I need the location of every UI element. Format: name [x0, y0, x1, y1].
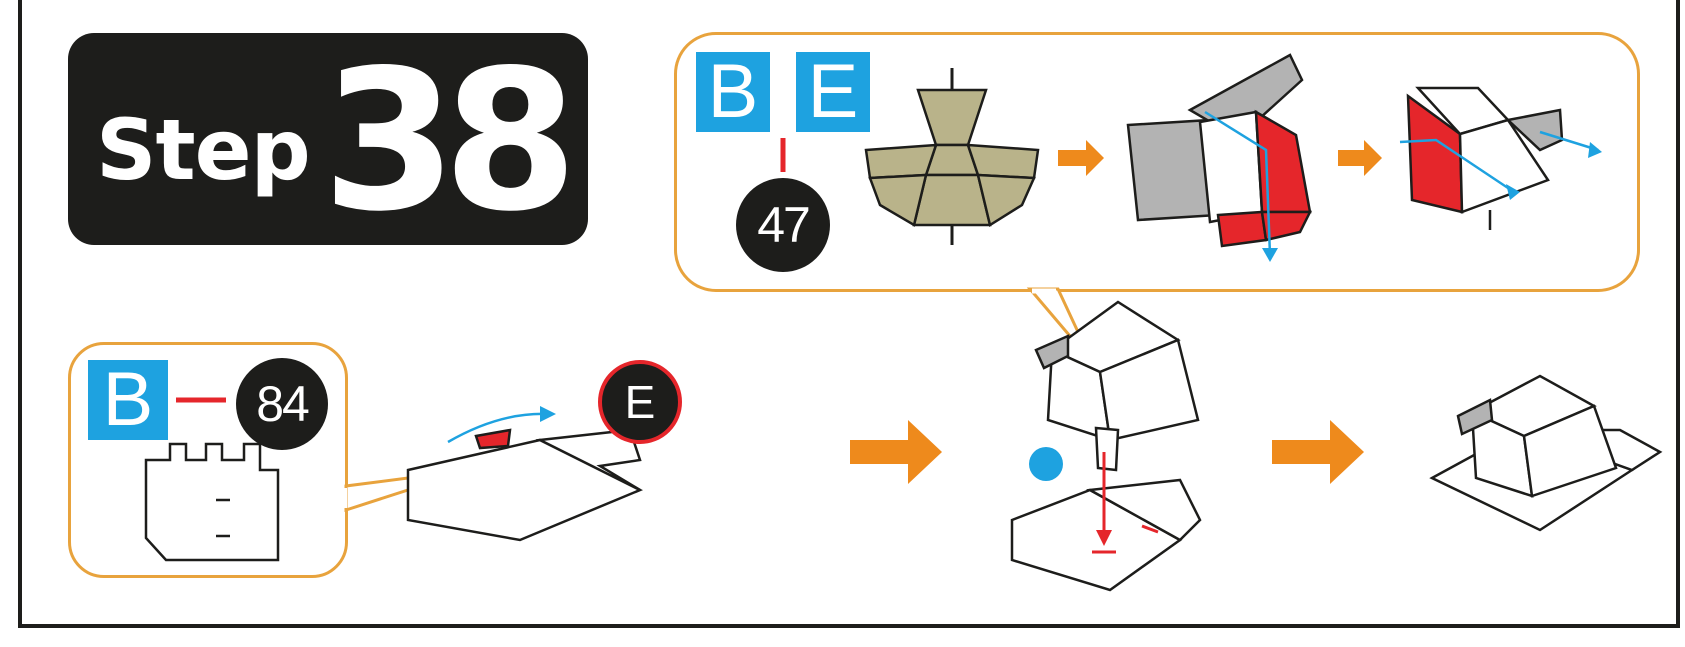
folded-part — [1408, 88, 1562, 230]
orange-arrow-icon — [1058, 140, 1104, 176]
part-pin-e: E — [598, 360, 682, 444]
part-tag-b: B — [88, 360, 168, 440]
part-tag-e: E — [796, 52, 870, 132]
finished-assembly — [1432, 376, 1660, 530]
orange-arrow-icon — [850, 420, 942, 484]
sheet-number-badge: 47 — [736, 178, 830, 272]
middle-assembly — [1012, 302, 1200, 590]
orange-arrow-icon — [1272, 420, 1364, 484]
folding-part — [1128, 55, 1310, 246]
sheet-number-badge: 84 — [236, 358, 328, 450]
orange-arrow-icon — [1338, 140, 1382, 176]
part-tag-b: B — [696, 52, 770, 132]
unfolded-part — [866, 68, 1038, 245]
blue-dot-icon — [1029, 447, 1063, 481]
base-part — [408, 430, 640, 540]
sheet-outline — [146, 444, 278, 560]
